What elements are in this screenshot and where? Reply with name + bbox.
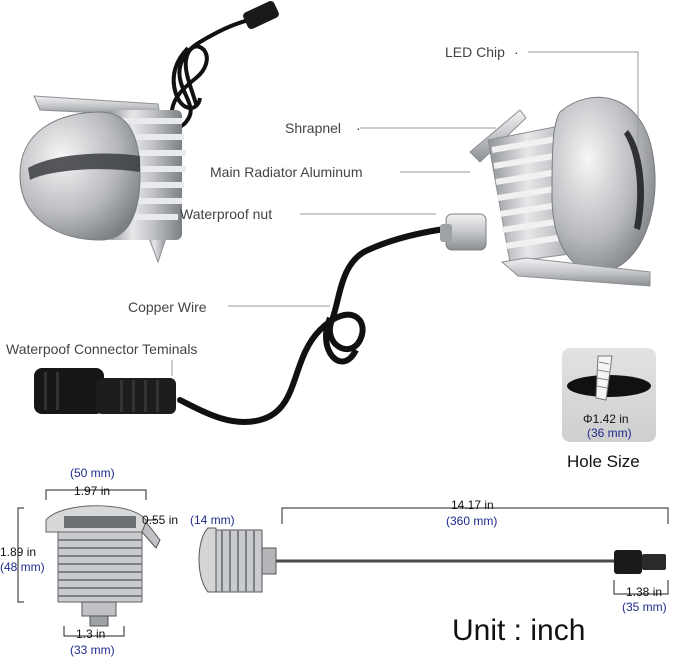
dim-base-mm: (33 mm) [70, 643, 115, 657]
waterproof-connector [34, 368, 176, 414]
arrow-shrapnel-icon: · [356, 120, 361, 136]
hole-diameter-mm: (36 mm) [587, 426, 632, 440]
small-dome-slot [28, 153, 140, 180]
cable-profile-drawing [198, 527, 666, 593]
dim-width [45, 489, 147, 500]
side-profile-drawing [45, 505, 161, 627]
leader-led [528, 51, 639, 150]
hole-size-icon [562, 348, 656, 442]
leader-lines [171, 51, 639, 376]
main-light [34, 96, 656, 425]
dim-base-in: 1.3 in [76, 627, 106, 641]
waterproof-nut [440, 213, 487, 251]
small-dome [19, 111, 141, 241]
label-led-chip: LED Chip [445, 44, 505, 60]
dim-lip-mm: (14 mm) [190, 513, 235, 527]
dim-connector [613, 580, 669, 595]
top-left-light [19, 0, 279, 264]
long-cable [177, 225, 455, 425]
dimension-lines [17, 489, 669, 637]
dim-connector-mm: (35 mm) [622, 600, 667, 614]
dim-width-mm: (50 mm) [70, 466, 115, 480]
led-chip-window [624, 130, 644, 230]
dim-width-in: 1.97 in [74, 484, 111, 498]
label-radiator: Main Radiator Aluminum [210, 164, 363, 180]
cable-coil-loop [171, 46, 202, 110]
dim-lip-in: 0.55 in [142, 513, 179, 527]
dim-height-mm: (48 mm) [0, 560, 45, 574]
main-clip-bottom [500, 257, 651, 287]
dim-base [63, 626, 125, 637]
arrow-led-chip-icon: · [514, 44, 519, 60]
cable-coil-small [169, 14, 270, 129]
hole-size-title: Hole Size [567, 452, 640, 471]
main-clip-top [469, 109, 527, 163]
label-connector: Waterpoof Connector Teminals [6, 341, 198, 357]
dim-cable [281, 507, 669, 524]
hole-diameter-in: Φ1.42 in [583, 412, 629, 426]
cable-knot [323, 316, 359, 365]
label-shrapnel: Shrapnel [285, 120, 342, 136]
dim-cable-in: 14.17 in [451, 498, 494, 512]
unit-label: Unit : inch [452, 614, 586, 647]
dim-connector-in: 1.38 in [626, 585, 663, 599]
small-connector [243, 0, 279, 30]
label-waterproof-nut: Waterproof nut [180, 206, 273, 222]
label-copper-wire: Copper Wire [128, 299, 207, 315]
dim-cable-mm: (360 mm) [446, 514, 498, 528]
dim-height-in: 1.89 in [0, 545, 37, 559]
dim-height [17, 507, 24, 603]
